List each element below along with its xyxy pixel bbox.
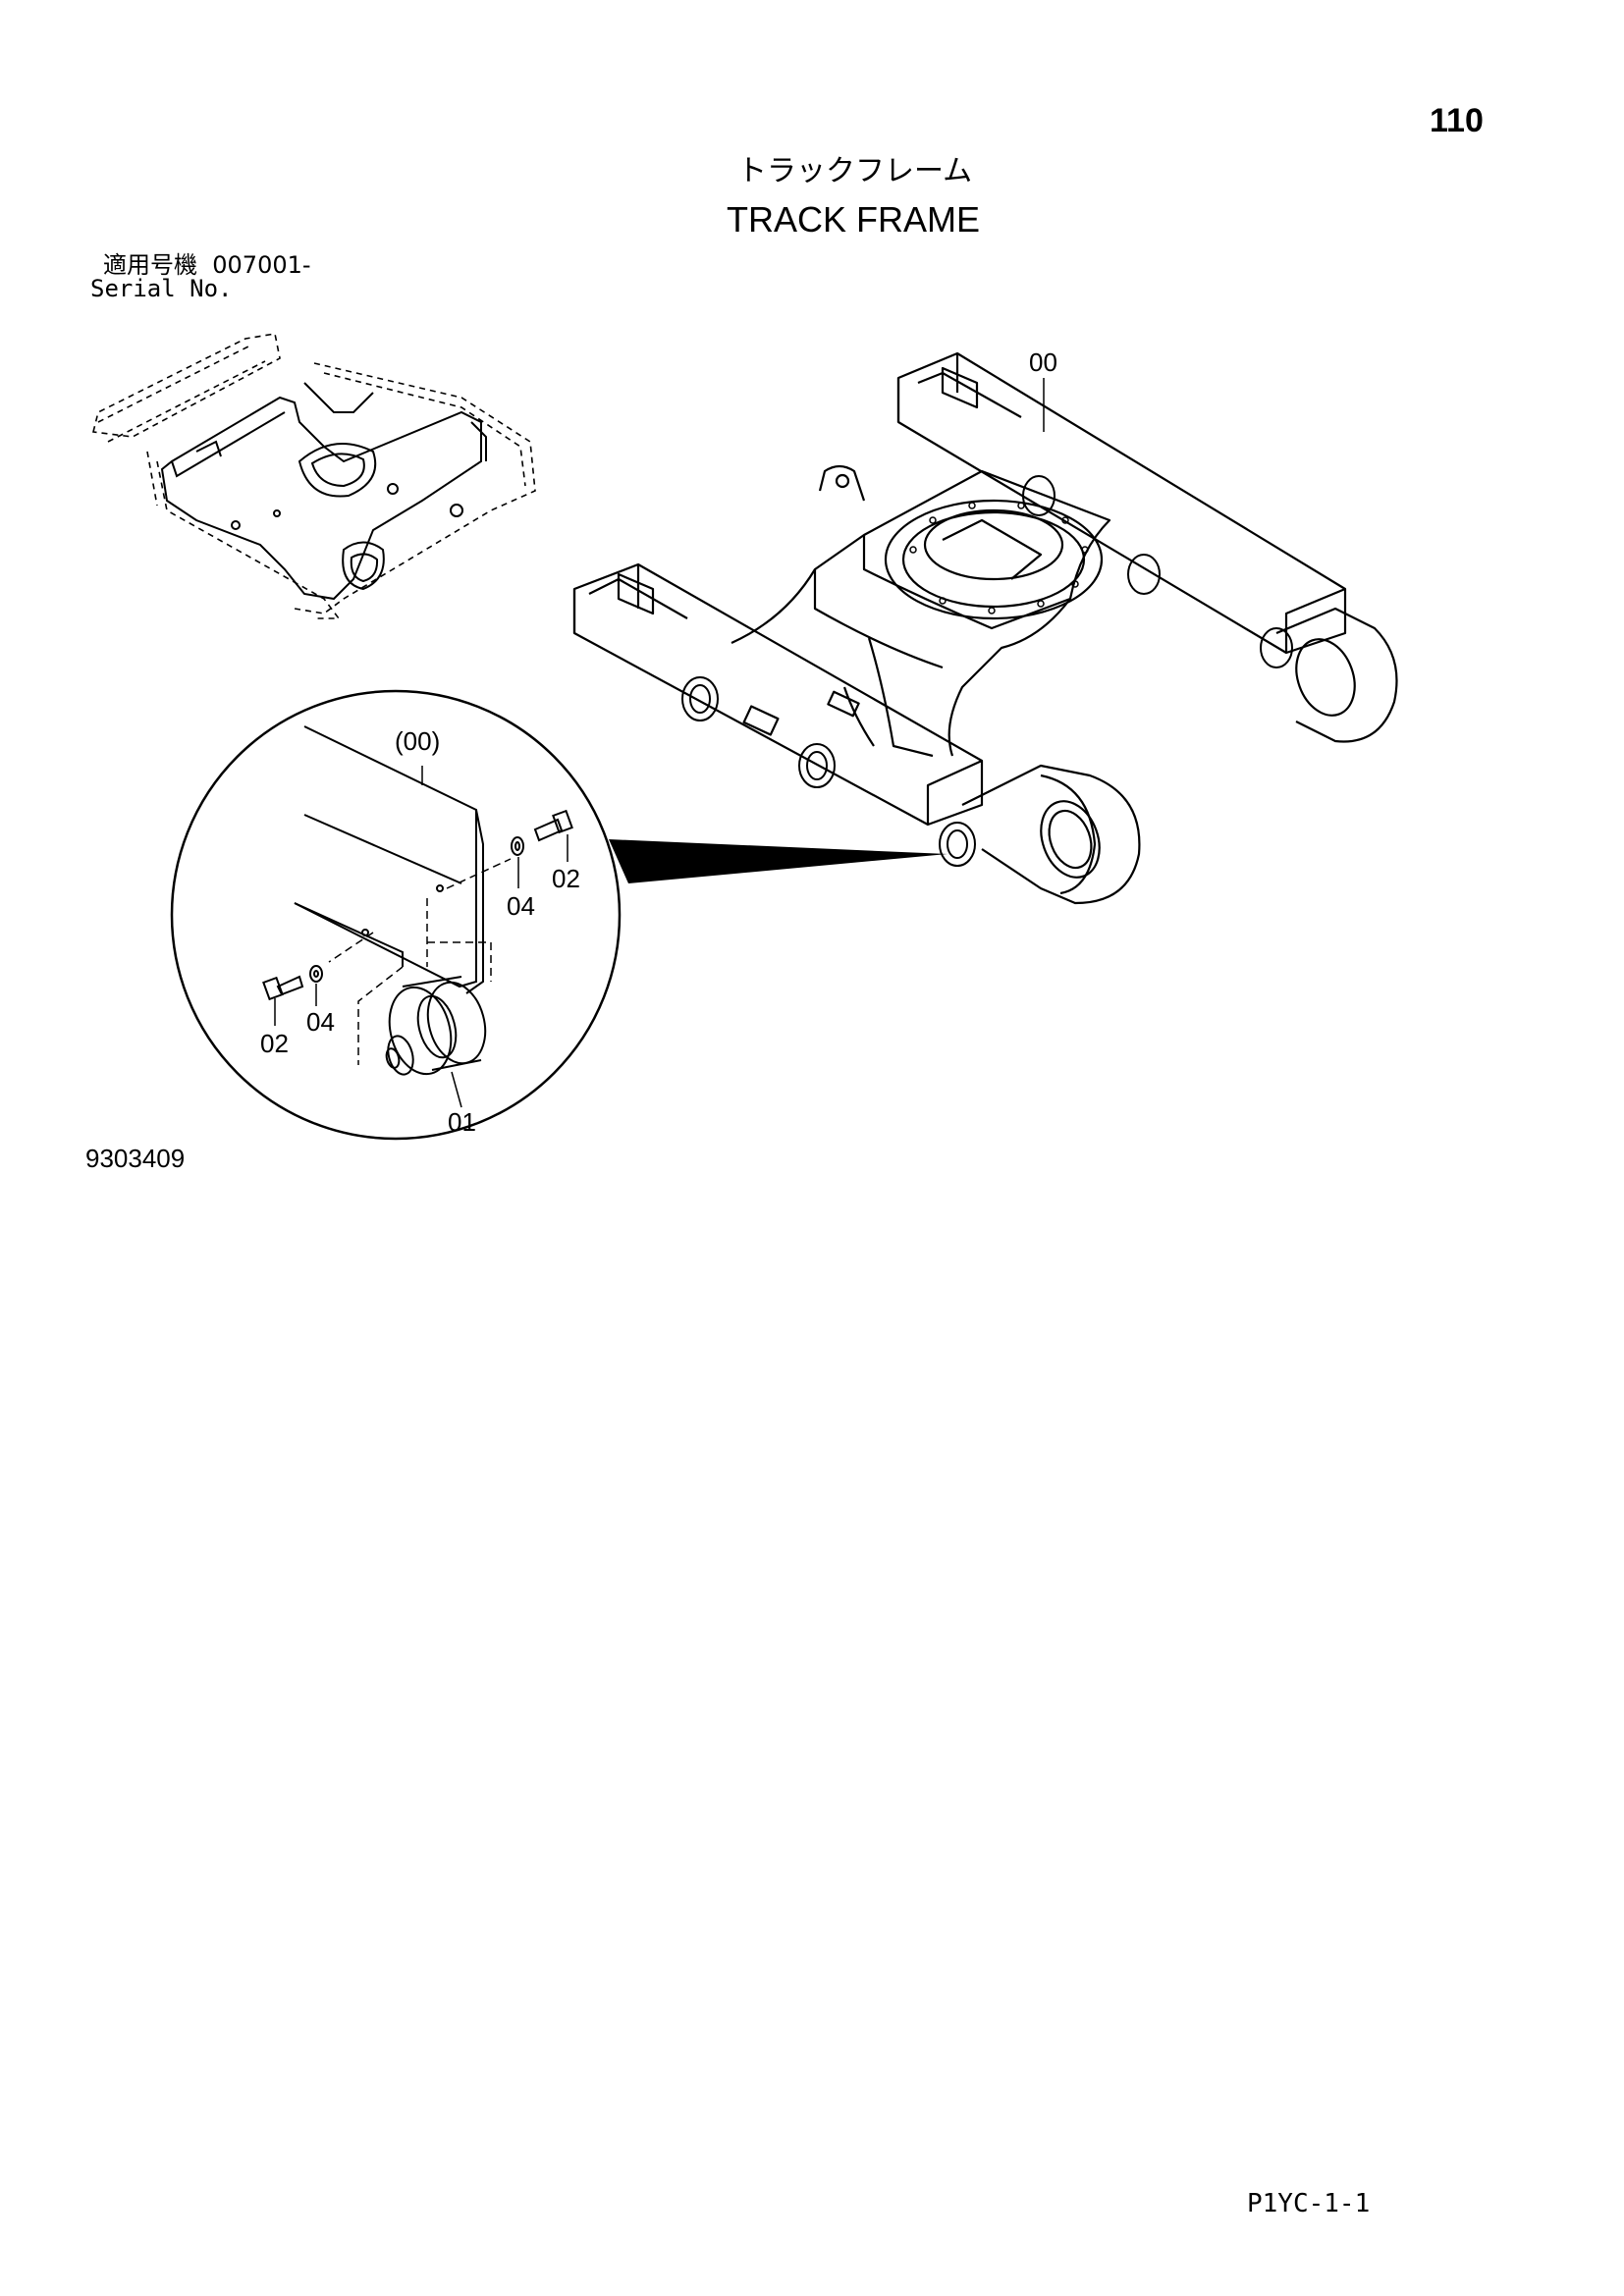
overview-thumbnail xyxy=(92,333,536,619)
serial-applicability: 適用号機 007001- xyxy=(103,253,311,277)
callout-frame: 00 xyxy=(1029,347,1057,377)
page-title-japanese: トラックフレーム xyxy=(737,154,973,188)
track-frame-main xyxy=(572,351,1398,905)
page-title: TRACK FRAME xyxy=(727,199,981,240)
callout-bolt-left: 02 xyxy=(260,1029,289,1058)
detail-pointer-wedge xyxy=(609,839,947,883)
figure-number: 9303409 xyxy=(85,1144,186,1173)
serial-value: 007001- xyxy=(212,251,311,279)
callout-roller: 01 xyxy=(448,1107,476,1137)
detail-view xyxy=(170,689,622,1141)
callout-washer-left: 04 xyxy=(306,1007,335,1037)
serial-label-jp: 適用号機 xyxy=(103,251,197,279)
detail-circle xyxy=(170,689,622,1141)
callout-frame-reference: (00) xyxy=(395,726,441,756)
page-number: 110 xyxy=(1430,102,1484,139)
callout-washer-right: 04 xyxy=(507,891,535,921)
page-code: P1YC-1-1 xyxy=(1247,2189,1371,2218)
serial-label-en: Serial No. xyxy=(90,275,233,302)
callout-bolt-right: 02 xyxy=(552,864,580,893)
